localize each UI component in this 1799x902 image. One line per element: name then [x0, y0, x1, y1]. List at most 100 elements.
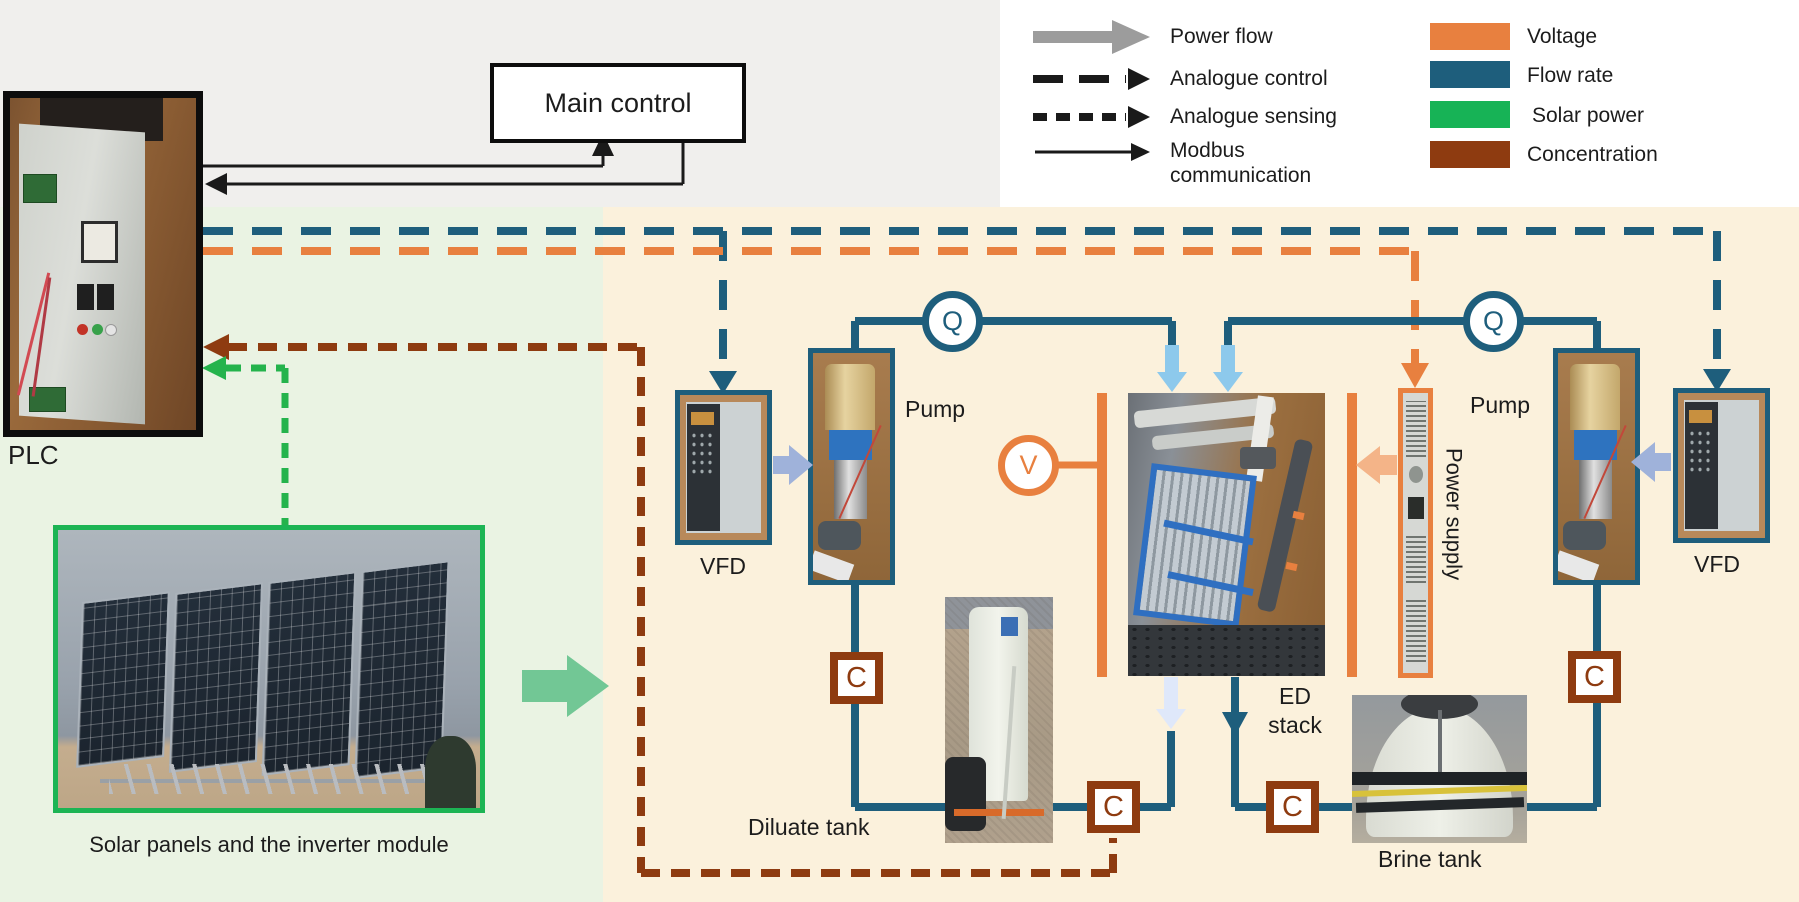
electrode-bar-left [1097, 393, 1107, 677]
vfd-left-keypad [689, 431, 716, 475]
electrode-bar-right [1347, 393, 1357, 677]
vfd-left-to-pump-arrow [773, 445, 813, 485]
concentration-letter-3: C [1282, 790, 1303, 823]
legend-modbus-line2: communication [1170, 164, 1312, 187]
ed-photo-rack [1128, 625, 1325, 676]
concentration-letter-1: C [846, 661, 867, 694]
pump-left-motor [824, 364, 876, 431]
plc-photo-white-button [104, 323, 117, 336]
vfd-right-keypad [1687, 429, 1714, 473]
pump-left-flange [817, 520, 861, 551]
diluate-tank-label: Diluate tank [748, 814, 870, 840]
legend-power-flow-label: Power flow [1170, 25, 1273, 48]
legend-modbus-head [1131, 143, 1150, 161]
psu-to-electrode-arrow [1356, 446, 1397, 484]
ed-stack-label: ED stack [1268, 683, 1322, 738]
diluate-tank-photo [945, 597, 1053, 843]
legend-flow-rate-swatch [1430, 61, 1510, 88]
brine-photo-frame-bar [1352, 771, 1527, 785]
concentration-sensor-brine: C [1266, 781, 1319, 833]
flow-sensor-left: Q [922, 291, 983, 352]
brine-photo-figure [1401, 695, 1478, 719]
ed-stack-photo [1128, 393, 1325, 676]
solar-caption: Solar panels and the inverter module [89, 832, 449, 857]
legend-analogue-control-label: Analogue control [1170, 67, 1328, 90]
main-control-label: Main control [544, 87, 692, 118]
modbus-line-main-to-plc [227, 135, 685, 186]
diluate-photo-pump-bag [945, 756, 987, 831]
flow-arrowhead-ed-outlet-brine [1222, 712, 1248, 736]
power-supply-photo [1398, 388, 1433, 678]
concentration-letter-4: C [1584, 660, 1605, 693]
flow-sensor-left-letter: Q [941, 306, 963, 336]
psu-vents-mid [1405, 533, 1426, 584]
legend-modbus-label: Modbus communication [1170, 138, 1311, 188]
ed-photo-flange [1240, 446, 1276, 470]
ed-electrode-bars [1097, 393, 1357, 677]
psu-knob [1408, 465, 1423, 483]
legend-power-flow-arrow [1033, 20, 1150, 54]
solar-power-flow-arrow [522, 655, 609, 717]
diluate-tank-sticker [1001, 616, 1019, 637]
plc-photo [3, 91, 203, 437]
psu-display [1407, 496, 1424, 519]
brine-tank-label: Brine tank [1378, 846, 1482, 872]
vfd-left-display [691, 412, 714, 426]
ed-outlet-arrow-diluate [1156, 677, 1186, 729]
vfd-left-photo [675, 390, 772, 545]
ed-inlet-arrow-brine [1213, 345, 1243, 392]
ed-inlet-arrow-diluate [1157, 345, 1187, 392]
main-control-box: Main control [490, 63, 746, 143]
solar-sensing-line [226, 364, 289, 525]
vfd-right-label: VFD [1694, 551, 1740, 577]
flow-line-pump-right-to-ed [1224, 317, 1601, 350]
psu-vents-top [1405, 401, 1426, 458]
analogue-control-arrowheads [709, 369, 1731, 394]
pump-left-label: Pump [905, 396, 966, 422]
legend-voltage-swatch [1430, 23, 1510, 50]
legend-analogue-sensing-label: Analogue sensing [1170, 105, 1337, 128]
control-arrowhead-vfd-left [709, 371, 737, 394]
solar-photo-truss [108, 763, 430, 795]
psu-vents-bottom [1405, 600, 1426, 662]
solar-panels-photo [53, 525, 485, 813]
vfd-right-photo [1673, 388, 1770, 543]
solar-photo-person [425, 735, 476, 808]
vfd-left-label: VFD [700, 553, 746, 579]
pump-right-head [1574, 430, 1618, 460]
plc-photo-red-button [76, 323, 88, 335]
pump-right-label: Pump [1470, 392, 1531, 418]
vfd-right-display [1689, 410, 1712, 424]
plc-photo-gauge2 [97, 283, 115, 311]
control-arrowhead-vfd-right [1703, 369, 1731, 392]
modbus-arrowheads [205, 133, 614, 195]
legend-solar-power-swatch [1430, 101, 1510, 128]
brine-tank-gauge-line [1437, 709, 1442, 778]
pump-left-photo [808, 348, 895, 585]
flow-sensor-right: Q [1463, 291, 1524, 352]
solar-arrowhead-plc [202, 356, 226, 380]
legend-arrow-glyphs [1033, 20, 1150, 161]
concentration-sensor-pump-left: C [830, 652, 883, 704]
concentration-arrowhead-plc [203, 334, 229, 360]
pump-right-motor [1569, 364, 1621, 431]
voltage-sensor-letter: V [1019, 450, 1038, 480]
plc-photo-screen [80, 220, 119, 264]
flow-line-pump-left-to-ed [851, 317, 1176, 350]
plc-photo-green-button [91, 323, 103, 335]
concentration-letter-2: C [1103, 790, 1124, 823]
legend-concentration-label: Concentration [1527, 143, 1658, 166]
modbus-arrowhead-left [205, 173, 227, 195]
vfd-right-to-pump-arrow [1631, 442, 1671, 482]
voltage-control-lines [203, 247, 1419, 364]
power-supply-label: Power supply [1441, 448, 1467, 581]
plc-photo-gauge [76, 283, 94, 311]
legend-concentration-swatch [1430, 141, 1510, 168]
solar-sensing-path [226, 364, 289, 525]
concentration-sensor-pump-right: C [1568, 651, 1621, 703]
plc-photo-pcb [23, 174, 57, 203]
brine-tank-photo [1352, 695, 1527, 843]
